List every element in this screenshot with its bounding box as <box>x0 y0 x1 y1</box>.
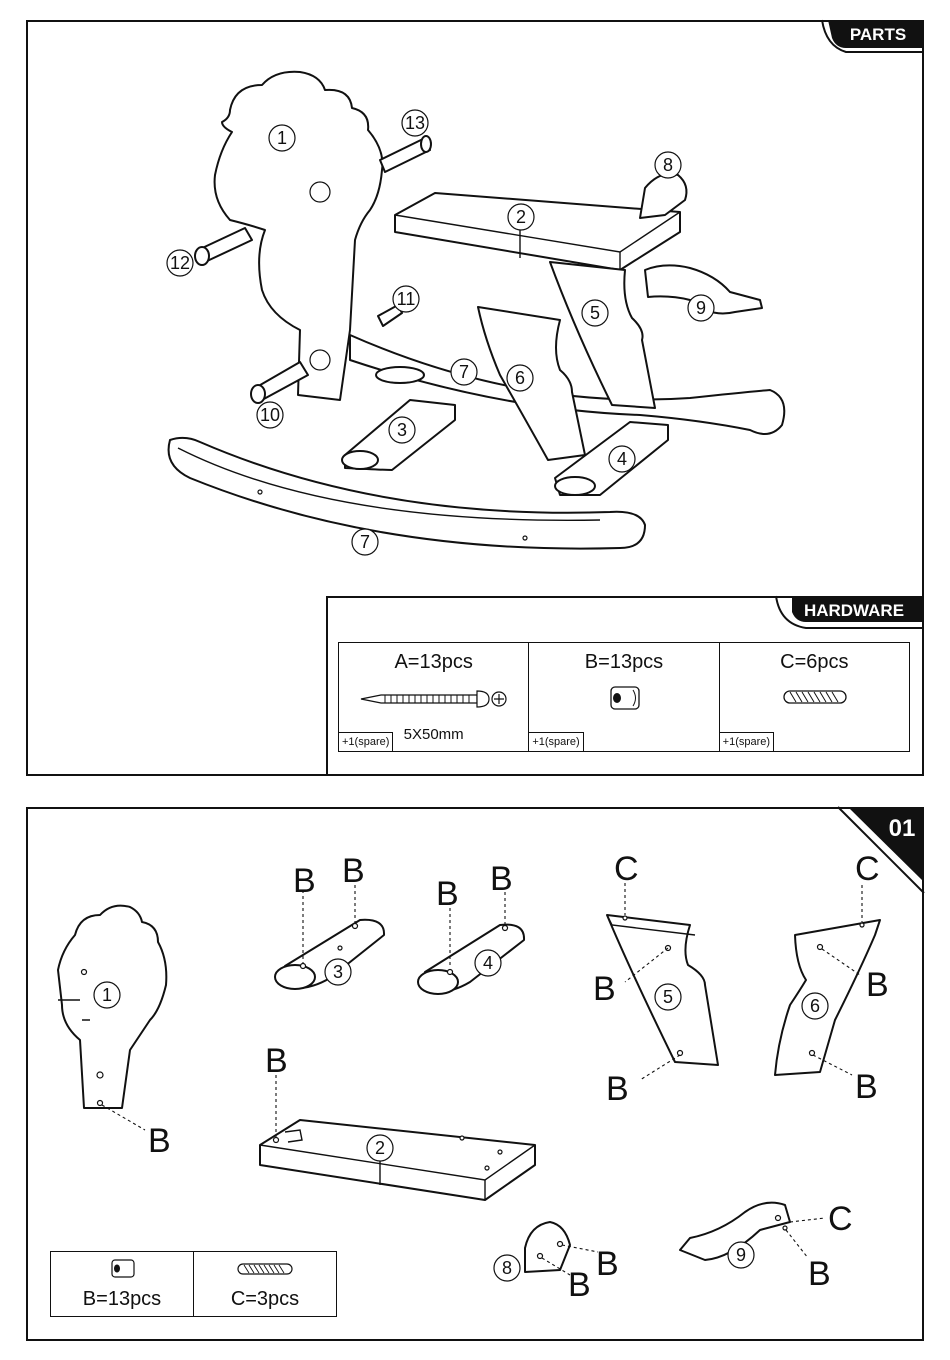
spacer <box>376 367 424 383</box>
svg-text:5: 5 <box>590 303 600 323</box>
spare-note: +1(spare) <box>720 732 774 751</box>
svg-text:2: 2 <box>516 207 526 227</box>
svg-text:6: 6 <box>515 368 525 388</box>
legend-item-b: B=13pcs <box>51 1252 194 1316</box>
svg-text:12: 12 <box>170 253 190 273</box>
spare-note: +1(spare) <box>529 732 583 751</box>
seat-board <box>395 193 680 270</box>
svg-text:10: 10 <box>260 405 280 425</box>
step-hardware-legend: B=13pcs C=3pcs <box>50 1251 337 1317</box>
svg-text:7: 7 <box>360 532 370 552</box>
svg-text:4: 4 <box>617 449 627 469</box>
svg-text:9: 9 <box>696 298 706 318</box>
hardware-table: A=13pcs 5X50mm +1(spare) B=13pcs +1(spar… <box>338 642 910 752</box>
svg-text:1: 1 <box>277 128 287 148</box>
hardware-item-a: A=13pcs 5X50mm +1(spare) <box>339 643 529 751</box>
hardware-item-b: B=13pcs +1(spare) <box>529 643 719 751</box>
svg-text:8: 8 <box>663 155 673 175</box>
hardware-item-c: C=6pcs +1(spare) <box>720 643 909 751</box>
legend-label: B=13pcs <box>51 1288 193 1311</box>
svg-text:7: 7 <box>459 362 469 382</box>
legend-label: C=3pcs <box>194 1288 336 1311</box>
spare-note: +1(spare) <box>339 732 393 751</box>
parts-tab-label: PARTS <box>850 25 906 44</box>
parts-tab: PARTS <box>822 20 924 52</box>
svg-text:3: 3 <box>397 420 407 440</box>
svg-text:13: 13 <box>405 113 425 133</box>
legend-item-c: C=3pcs <box>194 1252 336 1316</box>
svg-text:11: 11 <box>397 289 416 309</box>
